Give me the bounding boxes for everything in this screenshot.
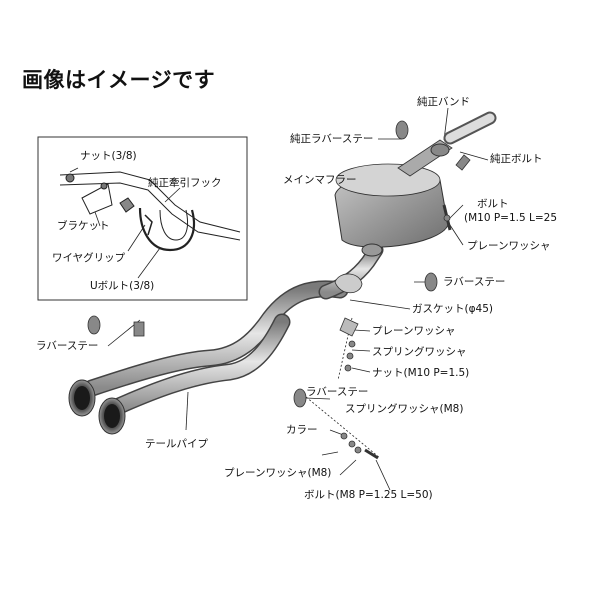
label-plain-washer-2: プレーンワッシャ	[372, 325, 456, 337]
inset-hook-assembly	[59, 171, 241, 252]
label-main-muffler: メインマフラー	[283, 174, 357, 186]
label-genuine-tow-hook: 純正牽引フック	[148, 177, 222, 189]
label-u-bolt: Uボルト(3/8)	[90, 280, 155, 292]
hardware-parts	[87, 120, 471, 460]
label-bolt-m10: ボルト	[477, 198, 509, 210]
inset-frame	[37, 136, 248, 301]
label-wire-grip: ワイヤグリップ	[52, 252, 126, 264]
label-spring-washer: スプリングワッシャ	[372, 346, 467, 358]
label-plain-washer: プレーンワッシャ	[467, 240, 551, 252]
main-muffler	[334, 139, 453, 257]
label-rubber-stay-left: ラバーステー	[36, 340, 99, 352]
label-plain-washer-m8: プレーンワッシャ(M8)	[224, 467, 332, 479]
label-rubber-stay: ラバーステー	[443, 276, 506, 288]
label-bolt-m8: ボルト(M8 P=1.25 L=50)	[304, 489, 433, 501]
label-nut-m10: ナット(M10 P=1.5)	[372, 367, 470, 379]
page-title: 画像はイメージです	[22, 68, 216, 92]
label-spring-washer-m8: スプリングワッシャ(M8)	[345, 403, 464, 415]
label-nut-3-8: ナット(3/8)	[80, 150, 137, 162]
exhaust-pipe	[83, 242, 384, 419]
label-bolt-m10-spec: (M10 P=1.5 L=25	[464, 212, 558, 224]
tail-pipe-tips	[68, 379, 126, 435]
label-genuine-bolt: 純正ボルト	[490, 153, 543, 165]
label-collar: カラー	[286, 424, 318, 436]
label-genuine-band: 純正バンド	[417, 96, 471, 108]
label-gasket: ガスケット(φ45)	[412, 303, 493, 315]
label-genuine-rubber-stay: 純正ラバーステー	[290, 133, 374, 145]
label-rubber-stay-2: ラバーステー	[306, 386, 369, 398]
genuine-pipe	[430, 111, 497, 157]
label-tail-pipe: テールパイプ	[145, 438, 208, 450]
label-bracket: ブラケット	[57, 220, 110, 232]
